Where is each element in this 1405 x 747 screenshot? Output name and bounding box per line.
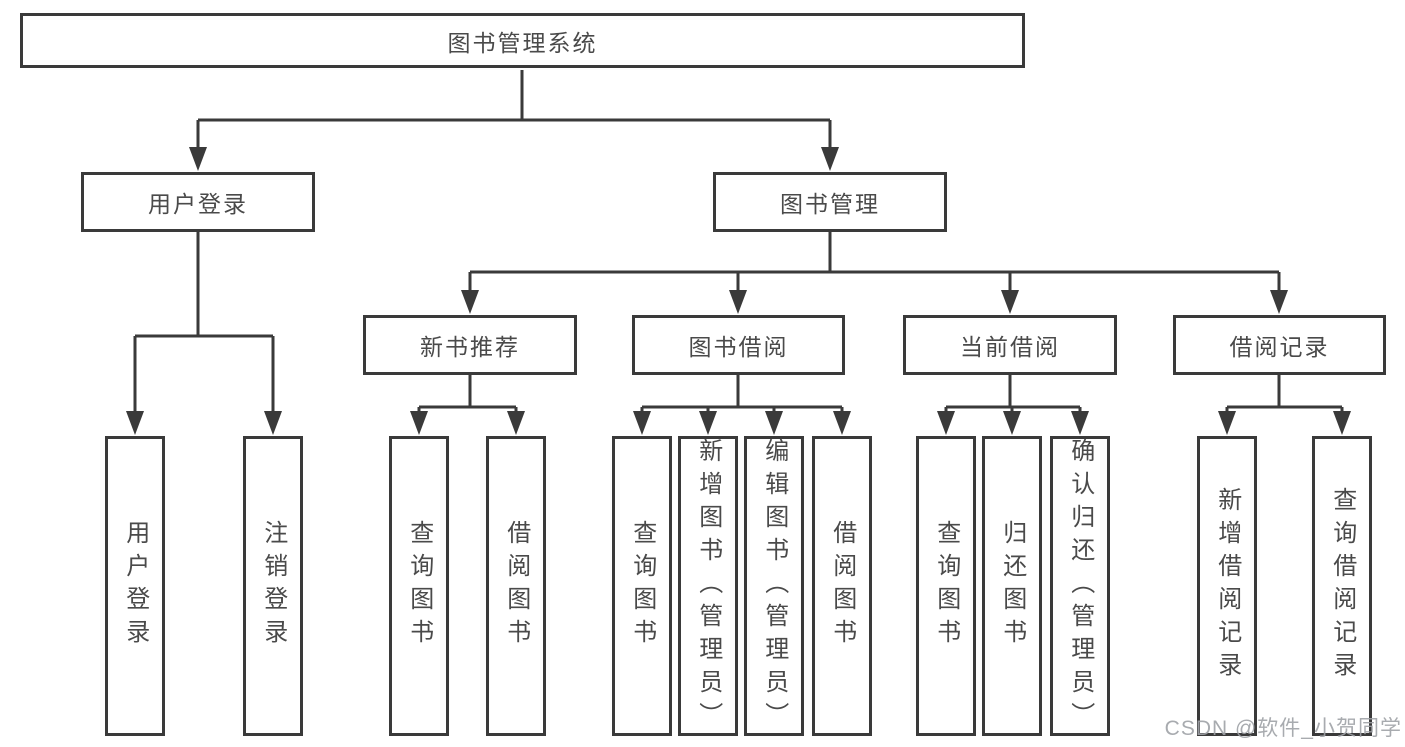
leaf-add-books-admin: 新增图书（管理员）	[678, 436, 738, 736]
node-book-borrow: 图书借阅	[632, 315, 845, 375]
leaf-recommend-query-books-label: 查询图书	[405, 520, 433, 652]
leaf-confirm-return-admin-label: 确认归还（管理员）	[1066, 437, 1094, 735]
leaf-borrow-query-books-label: 查询图书	[628, 520, 656, 652]
node-current-borrow: 当前借阅	[903, 315, 1117, 375]
connector-login-to-leaves	[126, 230, 282, 435]
leaf-add-borrow-record-label: 新增借阅记录	[1213, 487, 1241, 685]
connector-root-to-level2	[189, 70, 839, 171]
leaf-borrow-books: 借阅图书	[812, 436, 872, 736]
connector-current-to-leaves	[937, 373, 1089, 435]
leaf-return-books: 归还图书	[982, 436, 1042, 736]
leaf-user-login-label: 用户登录	[121, 520, 149, 652]
node-user-login: 用户登录	[81, 172, 315, 232]
leaf-recommend-query-books: 查询图书	[389, 436, 449, 736]
node-borrow-records: 借阅记录	[1173, 315, 1386, 375]
leaf-recommend-borrow-books-label: 借阅图书	[502, 520, 530, 652]
leaf-borrow-query-books: 查询图书	[612, 436, 672, 736]
leaf-confirm-return-admin: 确认归还（管理员）	[1050, 436, 1110, 736]
node-new-book-recommend: 新书推荐	[363, 315, 577, 375]
connector-borrow-to-leaves	[633, 373, 851, 435]
node-book-management: 图书管理	[713, 172, 947, 232]
leaf-add-books-admin-label: 新增图书（管理员）	[694, 437, 722, 735]
connector-mgmt-to-level3	[461, 230, 1288, 314]
leaf-edit-books-admin-label: 编辑图书（管理员）	[760, 437, 788, 735]
connector-recommend-to-leaves	[410, 373, 525, 435]
leaf-current-query-books-label: 查询图书	[932, 520, 960, 652]
leaf-return-books-label: 归还图书	[998, 520, 1026, 652]
leaf-borrow-books-label: 借阅图书	[828, 520, 856, 652]
leaf-edit-books-admin: 编辑图书（管理员）	[744, 436, 804, 736]
leaf-recommend-borrow-books: 借阅图书	[486, 436, 546, 736]
csdn-watermark: CSDN @软件_小贺同学	[1164, 717, 1402, 740]
leaf-add-borrow-record: 新增借阅记录	[1197, 436, 1257, 736]
leaf-query-borrow-record: 查询借阅记录	[1312, 436, 1372, 736]
leaf-query-borrow-record-label: 查询借阅记录	[1328, 487, 1356, 685]
leaf-user-login: 用户登录	[105, 436, 165, 736]
leaf-current-query-books: 查询图书	[916, 436, 976, 736]
leaf-logout: 注销登录	[243, 436, 303, 736]
connector-records-to-leaves	[1218, 373, 1351, 435]
leaf-logout-label: 注销登录	[259, 520, 287, 652]
node-book-management-system: 图书管理系统	[20, 13, 1025, 68]
